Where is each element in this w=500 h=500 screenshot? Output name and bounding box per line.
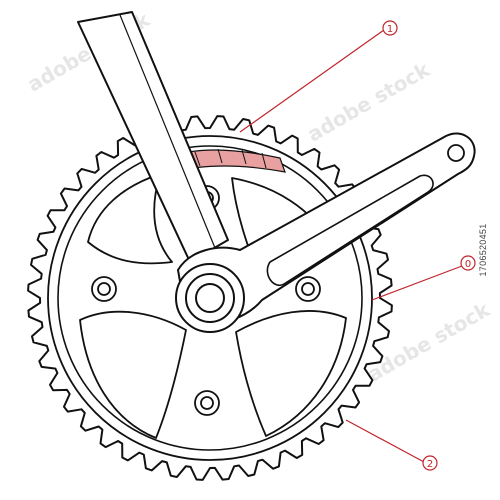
svg-text:0: 0: [465, 259, 471, 270]
crank-arm: [177, 132, 476, 325]
bolt-bottom: [194, 390, 220, 416]
callout-0: 0: [460, 255, 476, 271]
frame-tube: [77, 11, 229, 263]
callout-1: 1: [382, 20, 398, 36]
crank-spindle: [175, 263, 245, 333]
bolt-right: [295, 276, 321, 302]
callout-lines: [239, 29, 463, 463]
pedal-hole: [447, 144, 465, 162]
chainring-inner-ring: [47, 135, 373, 461]
svg-text:1: 1: [387, 24, 393, 35]
callout-2: 2: [422, 455, 438, 471]
stock-id: 1706520451: [478, 223, 488, 277]
svg-text:2: 2: [427, 459, 433, 470]
bolt-left: [91, 276, 117, 302]
spider-windows: [79, 173, 347, 439]
chainring-inner-ring-2: [57, 145, 363, 451]
